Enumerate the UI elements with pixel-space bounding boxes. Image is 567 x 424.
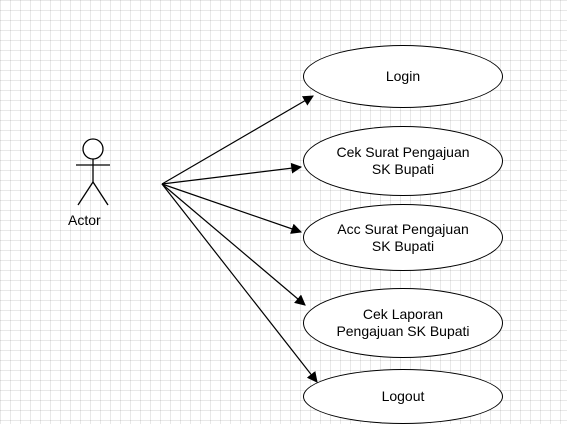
association-cek-surat [161, 162, 303, 185]
use-case-logout: Logout [303, 369, 503, 424]
use-case-cek-surat-pengajuan: Cek Surat Pengajuan SK Bupati [303, 126, 503, 196]
actor-left-leg [77, 181, 94, 206]
association-acc-surat [161, 183, 303, 234]
actor-label: Actor [68, 212, 101, 228]
actor-head [82, 138, 104, 160]
actor-figure [76, 138, 110, 206]
association-logout [161, 183, 318, 383]
association-login [161, 95, 314, 185]
actor-right-leg [92, 181, 109, 206]
use-case-cek-laporan-pengajuan: Cek Laporan Pengajuan SK Bupati [303, 288, 503, 358]
association-cek-laporan [161, 183, 306, 306]
use-case-acc-surat-pengajuan: Acc Surat Pengajuan SK Bupati [303, 204, 503, 271]
use-case-login: Login [303, 45, 503, 108]
